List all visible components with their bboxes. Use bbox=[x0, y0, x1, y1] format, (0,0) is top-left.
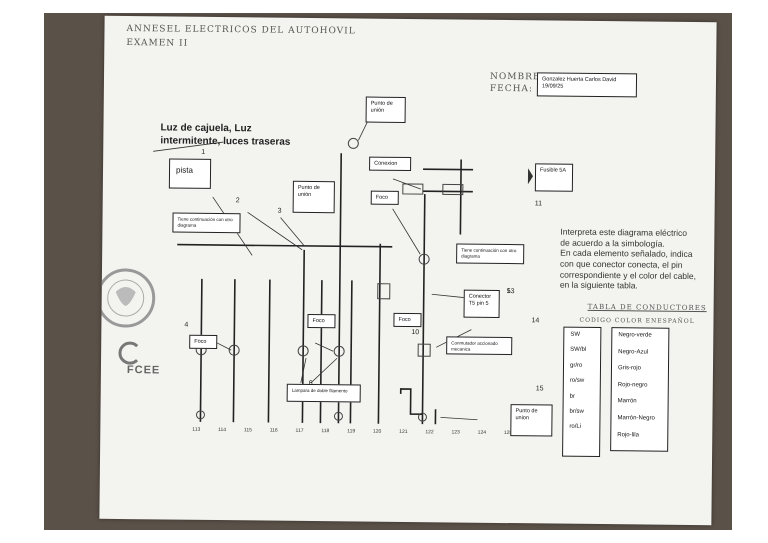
photo-background: ANNESEL ELECTRICOS DEL AUTOHOVIL EXAMEN … bbox=[44, 13, 732, 530]
column-number: 113 bbox=[192, 426, 201, 433]
conductor-color: Gris-rojo bbox=[617, 365, 642, 372]
label-punto-union-bottom: Punto de union bbox=[510, 404, 553, 437]
conductor-color: Marrón-Negro bbox=[617, 415, 655, 422]
label-foco-center: Foco bbox=[393, 312, 422, 328]
callout-number: 1 bbox=[201, 148, 206, 156]
column-number: 124 bbox=[477, 429, 487, 436]
label-foco-left: Foco bbox=[189, 334, 218, 350]
callout-number: 4 bbox=[184, 321, 189, 329]
column-number: 114 bbox=[218, 427, 227, 434]
conductor-color: Negro-Azul bbox=[618, 348, 649, 356]
conductor-color: Rojo-negro bbox=[617, 381, 648, 389]
conductor-code: SW bbox=[570, 331, 581, 338]
instruction-line: en la siguiente tabla. bbox=[559, 279, 638, 291]
conductor-color: Rojo-lila bbox=[617, 431, 640, 438]
column-number: 121 bbox=[399, 428, 408, 436]
column-number: 116 bbox=[269, 427, 278, 434]
conductor-code: ro/Li bbox=[569, 424, 582, 431]
label-fusible: Fusible 5A bbox=[534, 163, 574, 192]
table-title: TABLA DE CONDUCTORES bbox=[587, 302, 707, 313]
conductor-code: ro/sw bbox=[569, 377, 585, 385]
label-foco-top: Foco bbox=[370, 190, 399, 205]
callout-number: 2 bbox=[235, 197, 240, 205]
fcee-logo: FCEE bbox=[126, 364, 161, 377]
callout-number: 10 bbox=[411, 329, 420, 337]
column-number: 115 bbox=[243, 427, 252, 434]
instruction-line: con que conector conecta, el pin bbox=[560, 258, 683, 270]
label-lampara: Lampara de doble filamento bbox=[286, 383, 361, 403]
label-conmutador: Conmutador accionado mecanica bbox=[446, 336, 513, 356]
column-number: 117 bbox=[295, 427, 304, 434]
instructions-text: Interpreta este diagrama eléctrico de ac… bbox=[560, 227, 697, 292]
label-punto-union-top: Punto de unión bbox=[365, 96, 406, 123]
column-number: 122 bbox=[425, 429, 434, 436]
conductor-code: SW/bl bbox=[570, 347, 587, 354]
callout-number: 15 bbox=[535, 385, 544, 393]
wiring-diagram bbox=[153, 121, 533, 425]
conductor-code: gr/ro bbox=[569, 362, 583, 369]
label-conexion: Conexion bbox=[369, 156, 412, 172]
label-pista: pista bbox=[168, 158, 212, 189]
conductor-colors-column: Negro-verde Negro-Azul Gris-rojo Rojo-ne… bbox=[610, 327, 670, 452]
diagram-title: Luz de cajuela, Luz intermitente, luces … bbox=[160, 122, 291, 148]
conductor-code: br/sw bbox=[569, 408, 584, 415]
conductor-color: Marrón bbox=[617, 398, 637, 405]
conductor-color: Negro-verde bbox=[618, 332, 652, 339]
label-punto-union-left: Punto de unión bbox=[292, 180, 335, 214]
table-subtitle: CODIGO COLOR ENESPAÑOL bbox=[579, 316, 695, 326]
conductor-codes-column: SW SW/bl gr/ro ro/sw br br/sw ro/Li bbox=[562, 326, 602, 458]
callout-number: 3 bbox=[277, 207, 282, 215]
column-number: 120 bbox=[372, 428, 382, 435]
label-conector: Conector T5 pin 5 bbox=[463, 289, 500, 318]
label-tiene-continuacion-1: Tiene continuación con otro diagrama bbox=[172, 212, 241, 234]
callout-number: 14 bbox=[531, 317, 540, 325]
exam-paper: ANNESEL ELECTRICOS DEL AUTOHOVIL EXAMEN … bbox=[99, 15, 717, 526]
conductor-code: br bbox=[569, 393, 576, 400]
column-number: 119 bbox=[347, 428, 356, 435]
column-number: 118 bbox=[321, 428, 330, 435]
callout-number: 13 bbox=[506, 288, 515, 296]
label-foco-mid: Foco bbox=[307, 313, 336, 329]
callout-number: 11 bbox=[534, 200, 543, 208]
label-tiene-continuacion-2: Tiene continuación con otro diagrama bbox=[456, 243, 525, 265]
column-number: 123 bbox=[451, 429, 460, 436]
